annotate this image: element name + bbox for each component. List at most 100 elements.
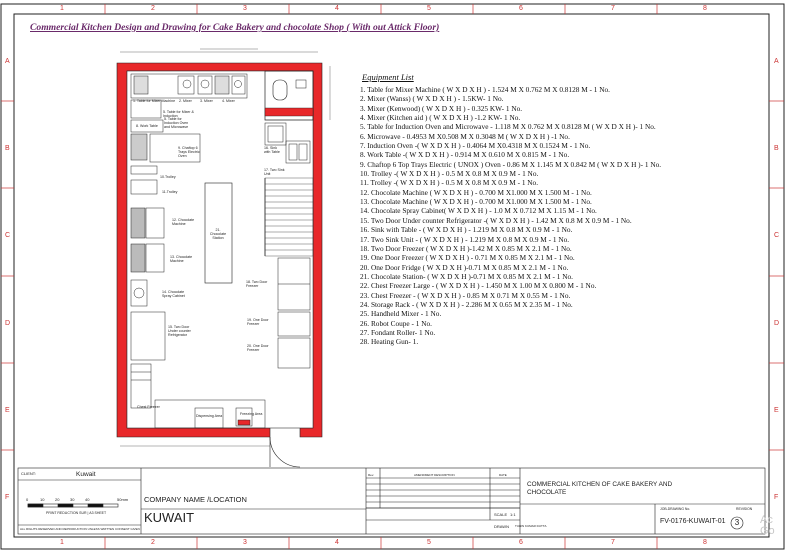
left-equipment bbox=[130, 99, 201, 409]
scale-tick: 20 bbox=[55, 497, 60, 502]
job-label: JOB-DRAWING No. bbox=[660, 507, 691, 511]
equipment-item: 23. Chest Freezer - ( W X D X H ) - 0.85… bbox=[360, 290, 571, 300]
zone-col-top: 1 bbox=[60, 5, 64, 12]
zone-row-right: C bbox=[774, 232, 780, 239]
equipment-item: 25. Handheld Mixer - 1 No. bbox=[360, 309, 442, 319]
scale-label: SCALE bbox=[494, 512, 508, 517]
equipment-item: 12. Chocolate Machine ( W X D X H ) - 0.… bbox=[360, 187, 592, 197]
equipment-item: 20. One Door Fridge ( W X D X H )-0.71 M… bbox=[360, 262, 569, 272]
zone-row-left: E bbox=[5, 407, 10, 414]
equipment-item: 4. Mixer (Kitchen aid ) ( W X D X H ) -1… bbox=[360, 113, 521, 123]
zone-col-top: 5 bbox=[427, 5, 431, 12]
equipment-item: 28. Heating Gun- 1. bbox=[360, 337, 419, 347]
equipment-item: 6. Microwave - 0.4953 M X0.508 M X 0.304… bbox=[360, 131, 570, 141]
toilet-icon bbox=[272, 79, 288, 101]
zone-row-left: A bbox=[5, 58, 10, 65]
plan-label-17: 17. Two Sink Unit bbox=[264, 168, 285, 176]
drawn-label: DRAWN bbox=[494, 524, 509, 529]
zone-row-left: F bbox=[5, 494, 10, 501]
zone-row-right: D bbox=[774, 320, 780, 327]
equipment-item: 13. Chocolate Machine ( W X D X H ) - 0.… bbox=[360, 197, 592, 207]
plan-label-1: 1. Table for Mixer Machine bbox=[133, 99, 176, 103]
zone-row-left: D bbox=[5, 320, 11, 327]
equipment-item: 21. Chocolate Station- ( W X D X H )-0.7… bbox=[360, 271, 573, 281]
zone-col-bottom: 8 bbox=[703, 539, 707, 546]
zone-col-top: 3 bbox=[243, 5, 247, 12]
floor-plan bbox=[116, 48, 331, 468]
equipment-item: 10. Trolley -( W X D X H ) - 0.5 M X 0.8… bbox=[360, 169, 539, 179]
equipment-item: 14. Chocolate Spray Cabinet( W X D X H )… bbox=[360, 206, 597, 216]
zone-col-bottom: 4 bbox=[335, 539, 339, 546]
outer-frame bbox=[0, 3, 785, 550]
equipment-item: 3. Mixer (Kenwood) ( W X D X H ) - 0.325… bbox=[360, 103, 523, 113]
zone-col-top: 4 bbox=[335, 5, 339, 12]
inner-frame bbox=[13, 13, 770, 538]
plan-label-14: 14. Chocolate Spray Cabinet bbox=[162, 290, 185, 298]
equipment-item: 1. Table for Mixer Machine ( W X D X H )… bbox=[360, 85, 610, 94]
zone-col-top: 7 bbox=[611, 5, 615, 12]
plan-label-13: 13. Chocolate Machine bbox=[170, 255, 193, 263]
rev-header-date: DATE bbox=[499, 473, 507, 477]
copyright-note: ALL RIGHTS RESERVED AND REPRODUCTION UNL… bbox=[20, 527, 140, 531]
equipment-item: 2. Mixer (Wanss) ( W X D X H ) - 1.5KW- … bbox=[360, 94, 504, 104]
equipment-item: 9. Chaftop 6 Top Trays Electric ( UNOX )… bbox=[360, 159, 662, 169]
plan-label-18: 18. Two Door Freezer bbox=[246, 280, 268, 288]
plan-label-15: 15. Two Door Under counter Refrigerator bbox=[168, 325, 191, 337]
drawn-value: TUHIN KUMAR DUTTA bbox=[515, 524, 547, 528]
equipment-item: 19. One Door Freezer ( W X D X H ) - 0.7… bbox=[360, 253, 575, 263]
scale-caption: PRINT REDUCTION SUR | A3 SHEET bbox=[46, 511, 107, 515]
equipment-list: 1. Table for Mixer Machine ( W X D X H )… bbox=[360, 85, 661, 347]
equipment-item: 15. Two Door Under counter Refrigerator … bbox=[360, 215, 632, 225]
zone-col-top: 2 bbox=[151, 5, 155, 12]
zone-row-left: C bbox=[5, 232, 11, 239]
zone-row-left: B bbox=[5, 145, 10, 152]
revision-value: 3 bbox=[734, 518, 740, 527]
equipment-item: 8. Work Table -( W X D X H ) - 0.914 M X… bbox=[360, 150, 570, 160]
equipment-item: 7. Induction Oven -( W X D X H ) - 0.406… bbox=[360, 141, 591, 151]
revision-label: REVISION bbox=[736, 507, 753, 511]
plan-label-5: 5. Table for Induction Oven and Microwav… bbox=[164, 117, 189, 129]
plan-label-22: Chest Freezer bbox=[137, 405, 160, 409]
plan-label-23: Freezing Area bbox=[240, 412, 263, 416]
zone-col-bottom: 1 bbox=[60, 539, 64, 546]
plan-label-20: 20. One Door Freezer bbox=[247, 344, 269, 352]
equipment-item: 18. Two Door Freezer ( W X D X H )-1.42 … bbox=[360, 243, 572, 253]
plan-label-10: 10.Trolley bbox=[160, 175, 176, 179]
zone-col-bottom: 2 bbox=[151, 539, 155, 546]
equipment-item: 11. Trolley -( W X D X H ) - 0.5 M X 0.8… bbox=[360, 178, 539, 188]
zone-row-right: B bbox=[774, 145, 779, 152]
scale-tick: 10 bbox=[40, 497, 45, 502]
central-work-table bbox=[204, 182, 233, 284]
company-label: COMPANY NAME /LOCATION bbox=[144, 495, 247, 504]
zone-col-top: 6 bbox=[519, 5, 523, 12]
equipment-item: 26. Robot Coupe - 1 No. bbox=[360, 318, 432, 328]
plan-label-3: 3. Mixer bbox=[200, 99, 213, 103]
zone-col-bottom: 7 bbox=[611, 539, 615, 546]
mixer-counter bbox=[130, 73, 248, 99]
zone-col-bottom: 5 bbox=[427, 539, 431, 546]
client-label: CLIENT: bbox=[21, 471, 36, 476]
scale-tick: 50mm bbox=[117, 497, 129, 502]
equipment-list-heading: Equipment List bbox=[362, 72, 414, 82]
equipment-item: 5. Table for Induction Oven and Microwav… bbox=[360, 122, 656, 132]
drawing-title: Commercial Kitchen Design and Drawing fo… bbox=[30, 22, 440, 33]
plan-label-12: 12. Chocolate Machine bbox=[172, 218, 195, 226]
staircase bbox=[264, 177, 314, 257]
wash-basin-icon bbox=[295, 79, 307, 89]
zone-row-right: A bbox=[774, 58, 779, 65]
scale-value: 1:1 bbox=[510, 512, 516, 517]
equipment-item: 22. Chest Freezer Large - ( W X D X H ) … bbox=[360, 281, 597, 291]
job-value: FV-0176-KUWAIT-01 bbox=[660, 518, 726, 525]
drawing-name: COMMERCIAL KITCHEN OF CAKE BAKERY AND CH… bbox=[527, 481, 673, 496]
title-block bbox=[17, 467, 766, 535]
plan-label-5b: 5. Table for Mixer & Induction bbox=[163, 110, 194, 118]
scale-tick: 30 bbox=[70, 497, 75, 502]
zone-col-bottom: 6 bbox=[519, 539, 523, 546]
freezers bbox=[277, 257, 311, 369]
bottom-equipment bbox=[154, 399, 266, 429]
zone-row-right: F bbox=[774, 494, 779, 501]
zone-ticks bbox=[1, 4, 784, 549]
client-value: Kuwait bbox=[76, 471, 96, 478]
plan-label-24: Dispensing Area bbox=[196, 414, 223, 418]
